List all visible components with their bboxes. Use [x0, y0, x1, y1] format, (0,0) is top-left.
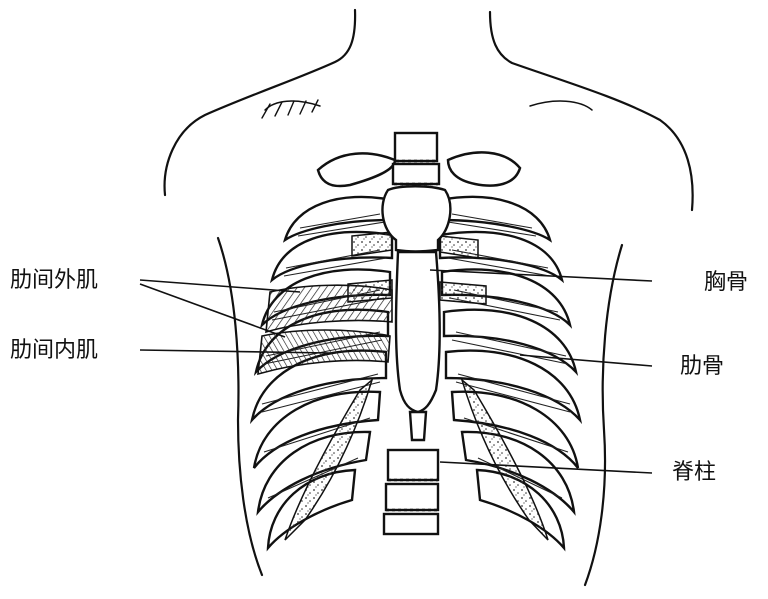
label-rib: 肋骨 — [680, 354, 724, 380]
label-external-intercostal: 肋间外肌 — [10, 268, 98, 294]
label-internal-intercostal: 肋间内肌 — [10, 338, 98, 364]
label-spine: 脊柱 — [672, 460, 716, 486]
label-sternum: 胸骨 — [704, 270, 748, 296]
